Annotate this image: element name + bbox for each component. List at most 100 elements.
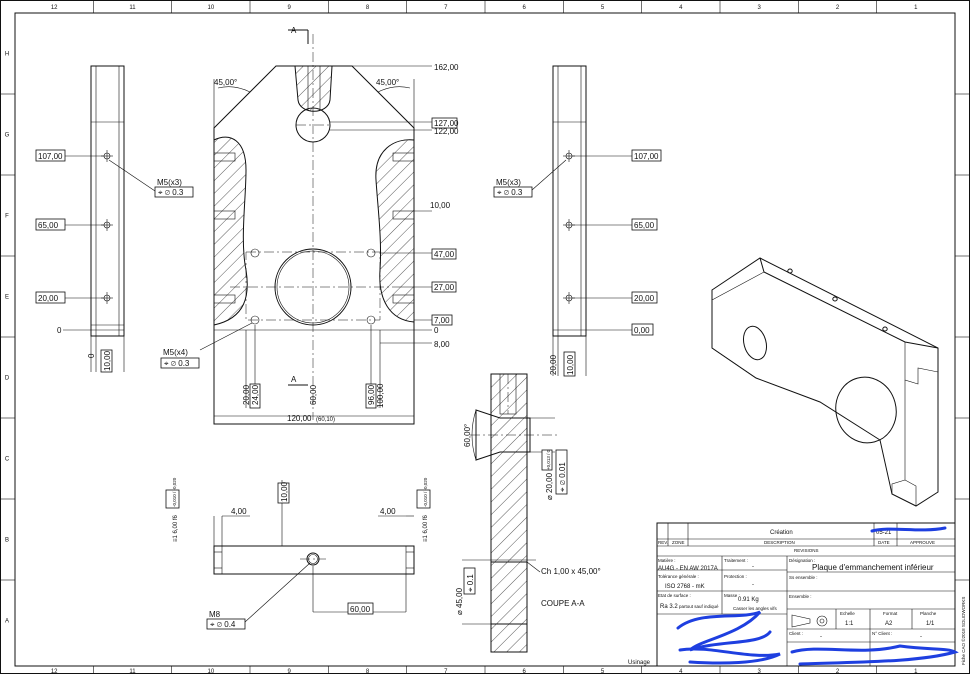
dim-bottom-60: 60,00 [309,384,318,405]
no-client-label: N° Client : [872,631,892,636]
right-bottom-dim-10: 10,00 [566,354,575,375]
dim-width-120: 120,00 [287,414,312,423]
sous-ensemble-label: Ss ensemble : [789,575,818,580]
echelle-value: 1:1 [845,621,854,627]
dim-width-ref: (60,10) [316,417,335,423]
left-dim-107: 107,00 [38,152,63,161]
bottom-tol-right: -0,010 / -0,020 [423,477,428,507]
right-callout-tol: ⌖ ⌀ 0.3 [497,188,523,197]
front-section-top [294,65,333,112]
planche-value: 1/1 [926,621,935,627]
no-client-value: - [920,634,922,640]
rev-row-date: 05-21 [876,530,892,536]
tolerance-label: Tolérance générale : [658,574,699,579]
bottom-dim-10: 10,00 [280,481,289,502]
side-note: Fiche CAO ©2018 SOLIDWORKS [960,597,966,665]
zone-col-top-11: 11 [129,5,136,11]
masse-value: 0.91 Kg [738,597,759,603]
section-view: 60,00° ⌀ 20,00 H6 +0,013 / 0 ⌖ ⌀ 0.01 Ch… [455,373,601,653]
right-callout-m5: M5(x3) [496,178,521,187]
left-dim-20: 20,00 [38,294,59,303]
zone-row-left-G: G [5,133,10,139]
zone-col-bottom-6: 6 [522,669,526,674]
planche-label: Planche [920,611,937,616]
zone-row-left-C: C [5,457,10,463]
zone-col-top-9: 9 [287,5,291,11]
dim-bottom-100: 100,00 [376,383,385,408]
protection-value: - [752,582,754,588]
zone-col-bottom-1: 1 [914,669,918,674]
zone-col-top-6: 6 [522,5,526,11]
bottom-callout-tol: ⌖ ⌀ 0.4 [210,620,236,629]
rev-header-desc: DESCRIPTION [764,540,795,545]
dim-27: 27,00 [434,283,455,292]
echelle-label: Echelle [840,611,855,616]
section-label: COUPE A-A [541,599,585,608]
dim-10: 10,00 [430,201,451,210]
section-chamfer: Ch 1,00 x 45,00° [541,567,601,576]
dim-bottom-24: 24,00 [251,384,260,405]
section-bore-pos: ⌖ ⌀ 0.01 [558,462,567,492]
zone-col-bottom-7: 7 [444,669,448,674]
projection-symbol [791,614,828,628]
front-section-left [213,136,248,326]
zone-col-top-10: 10 [207,5,214,11]
dim-bottom-96: 96,00 [367,384,376,405]
format-value: A2 [885,621,893,627]
zone-col-bottom-11: 11 [129,669,136,674]
format-label: Format [883,611,898,616]
section-angle-60: 60,00° [463,424,472,447]
dim-0: 0 [434,326,439,335]
rev-row-desc: Création [770,530,793,536]
right-dim-0: 0,00 [634,326,650,335]
rev-header-zone: ZONE [672,540,685,545]
isometric-view [711,257,939,507]
section-dia-tol: ⌖ 0.1 [466,574,475,592]
zone-col-top-5: 5 [601,5,605,11]
zone-row-left-F: F [5,214,9,220]
dim-47: 47,00 [434,250,455,259]
left-bottom-dim-0: 0 [87,353,96,358]
section-marker-bottom: A [291,375,297,384]
bottom-tol-left: -0,010 / -0,020 [172,477,177,507]
rev-title: REVISIONS [794,548,819,553]
zone-col-top-12: 12 [51,5,58,11]
etat-label: Etat de surface : [658,593,691,598]
dim-122: 122,00 [434,127,459,136]
tolerance-value: ISO 2768 - mK [665,584,705,590]
angles-note: Casser les angles vifs [733,606,778,611]
zone-row-left-A: A [5,619,9,625]
bottom-dim-4-left: 4,00 [231,507,247,516]
masse-label: Masse : [724,593,740,598]
zone-row-left-H: H [5,52,9,58]
right-dim-20: 20,00 [634,294,655,303]
dim-bottom-20: 20,00 [242,384,251,405]
ensemble-label: Ensemble : [789,594,812,599]
zone-col-bottom-10: 10 [207,669,214,674]
zone-col-top-7: 7 [444,5,448,11]
dim-7: 7,00 [434,316,450,325]
callout-m5x4: M5(x4) [163,348,188,357]
dim-8: 8,00 [434,340,450,349]
zone-col-bottom-8: 8 [366,669,370,674]
rev-header-date: DATE [878,540,890,545]
designation-value: Plaque d'emmanchement inférieur [812,563,934,572]
bottom-dim-60: 60,00 [350,605,371,614]
section-bore-tol: +0,013 / 0 [546,449,551,470]
rev-header-rev: REV. [658,540,668,545]
right-dim-65: 65,00 [634,221,655,230]
protection-label: Protection : [724,574,747,579]
bottom-dim-4-right: 4,00 [380,507,396,516]
bottom-height-right: ≡1 6,00 f6 [423,514,429,542]
section-diameter: ⌀ 45,00 [455,587,464,615]
zone-col-bottom-5: 5 [601,669,605,674]
redaction-scribbles [676,526,959,666]
zone-col-bottom-3: 3 [757,669,761,674]
right-side-view: 107,00 65,00 20,00 0,00 M5(x3) ⌖ ⌀ 0.3 2… [493,65,662,377]
section-bore: ⌀ 20,00 H6 [545,460,554,500]
left-bottom-dim-10: 10,00 [103,350,112,371]
matiere-value: AU4G - EN AW 2017A [658,566,718,572]
